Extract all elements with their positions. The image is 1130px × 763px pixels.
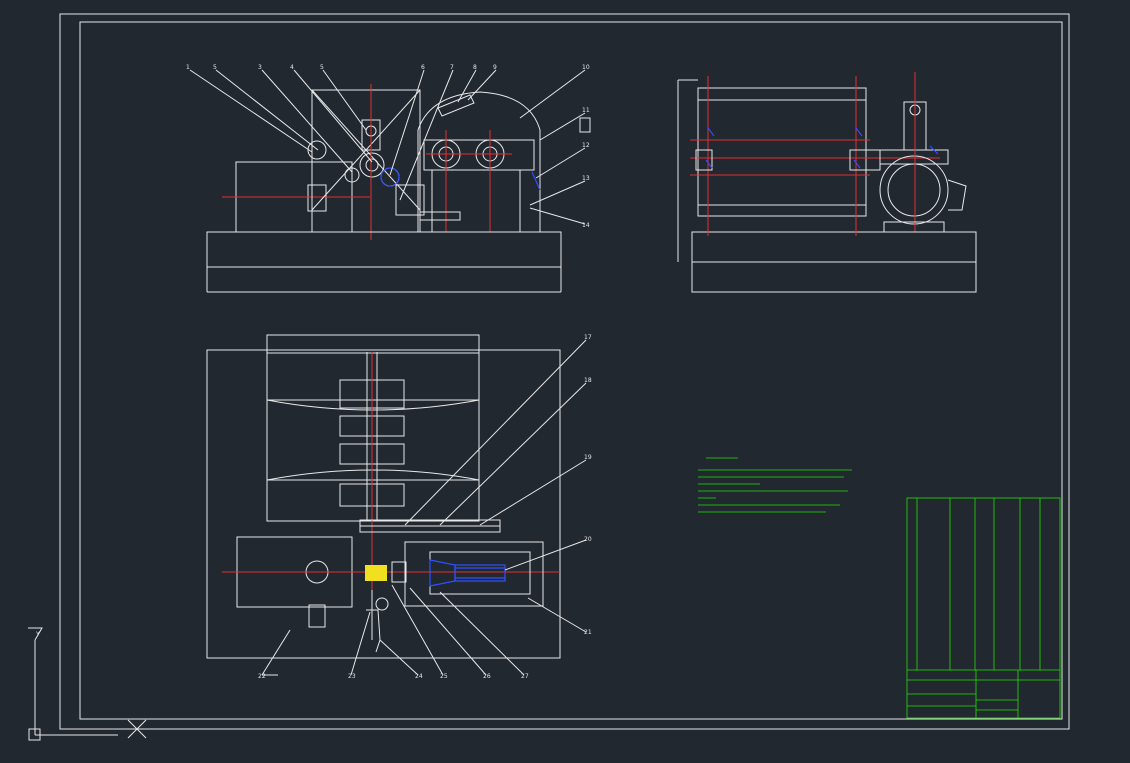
- balloon-13: 13: [582, 175, 590, 182]
- balloon-4: 4: [290, 64, 294, 71]
- sheet-border: [59, 13, 1070, 730]
- balloon-5b: 5: [320, 64, 324, 71]
- balloon-5a: 5: [213, 64, 217, 71]
- ucs-icon: Y: [28, 627, 147, 741]
- balloon-14: 14: [582, 222, 590, 229]
- balloon-8: 8: [473, 64, 477, 71]
- title-block: [906, 497, 1061, 719]
- technical-notes: [698, 457, 852, 513]
- balloon-27: 27: [521, 673, 529, 680]
- balloon-18: 18: [584, 377, 592, 384]
- balloon-25: 25: [440, 673, 448, 680]
- ucs-y-label: Y: [35, 631, 40, 638]
- balloon-1: 1: [186, 64, 190, 71]
- front-view: [189, 69, 591, 293]
- top-view-labels: 17 18 19 20 21 22 23 24 25 26 27: [258, 334, 592, 680]
- balloon-7: 7: [450, 64, 454, 71]
- balloon-6: 6: [421, 64, 425, 71]
- balloon-19: 19: [584, 454, 592, 461]
- balloon-3: 3: [258, 64, 262, 71]
- balloon-26: 26: [483, 673, 491, 680]
- balloon-9: 9: [493, 64, 497, 71]
- front-view-labels: 1 5 3 4 5 6 7 8 9 10 11 12 13 14: [186, 64, 590, 229]
- top-view: [206, 334, 587, 676]
- balloon-11: 11: [582, 107, 590, 114]
- side-view: [677, 72, 977, 293]
- balloon-12: 12: [582, 142, 590, 149]
- balloon-24: 24: [415, 673, 423, 680]
- balloon-23: 23: [348, 673, 356, 680]
- balloon-21: 21: [584, 629, 592, 636]
- balloon-17: 17: [584, 334, 592, 341]
- balloon-22: 22: [258, 673, 266, 680]
- balloon-10: 10: [582, 64, 590, 71]
- balloon-20: 20: [584, 536, 592, 543]
